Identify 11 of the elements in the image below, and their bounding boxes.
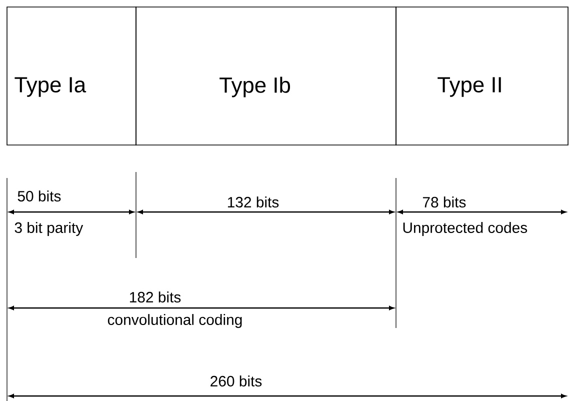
dimension-label: 50 bits (18, 190, 61, 202)
dimension-label: 132 bits (228, 196, 279, 208)
type-box: Type II (396, 6, 568, 146)
dimension-label: 182 bits (130, 292, 181, 302)
type-box: Type Ib (136, 6, 396, 146)
dimension-label: convolutional coding (108, 314, 242, 328)
type-box: Type Ia (6, 6, 136, 146)
dimension-label: 78 bits (422, 196, 466, 208)
dimension-label: Unprotected codes (403, 222, 528, 236)
dimension-label: 260 bits (210, 376, 262, 386)
dimension-label: 3 bit parity (14, 222, 84, 236)
